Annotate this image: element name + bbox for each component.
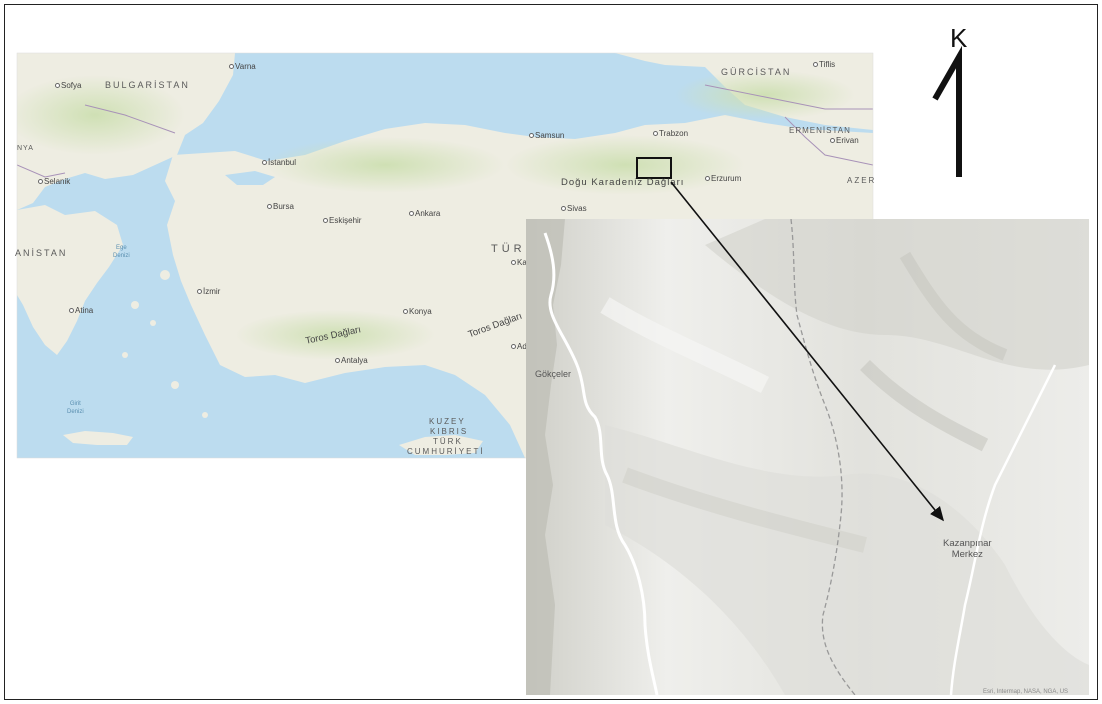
country-label: TÜRK [491, 243, 537, 255]
city-label: Ankara [409, 210, 440, 218]
country-label: ERMENİSTAN [789, 126, 851, 135]
map-figure-frame: Sofya BULGARİSTAN Varna GÜRCİSTAN Tiflis… [4, 4, 1098, 700]
boundary-line [790, 219, 856, 695]
country-label: CUMHURİYETİ [407, 447, 485, 456]
city-label: Varna [229, 63, 256, 71]
city-label: Kays [511, 259, 535, 267]
city-label: İstanbul [262, 159, 296, 167]
city-label: Selanik [38, 178, 70, 186]
greece-land [17, 205, 123, 355]
city-label: İzmir [197, 288, 220, 296]
road-line [949, 364, 1057, 695]
country-label: AZER [847, 176, 877, 185]
city-label: Erivan [830, 137, 859, 145]
road-line [543, 232, 659, 695]
city-label: Tiflis [813, 61, 835, 69]
city-label: Atina [69, 307, 93, 315]
crete-land [63, 431, 133, 445]
city-label: Antalya [335, 357, 368, 365]
country-label: ANİSTAN [15, 248, 68, 258]
study-area-marker [636, 157, 672, 179]
mountain-label: Doğu Karadeniz Dağları [561, 177, 685, 188]
city-label: Samsun [529, 132, 564, 140]
attribution-text: Esri, Intermap, NASA, NGA, US [983, 689, 1069, 695]
country-borders [17, 84, 873, 178]
north-arrow-label: K [950, 23, 968, 53]
country-label: GÜRCİSTAN [721, 67, 792, 77]
north-arrow-icon [932, 45, 962, 177]
marmara-sea [225, 171, 275, 185]
city-label: Sivas [561, 205, 587, 213]
callout-arrow [670, 45, 962, 522]
cyprus-land [399, 435, 483, 455]
city-label: Erzurum [705, 175, 741, 183]
city-label: Trabzon [653, 130, 688, 138]
country-label: NYA [17, 145, 34, 152]
country-label: KUZEY [429, 417, 466, 426]
city-label: Sofya [55, 82, 81, 90]
country-label: TÜRK [433, 437, 463, 446]
country-label: BULGARİSTAN [105, 80, 190, 90]
city-label: Konya [403, 308, 432, 316]
city-label: Ada [511, 343, 531, 351]
place-label: Gökçeler [535, 369, 572, 379]
city-label: Eskişehir [323, 217, 361, 225]
city-label: Bursa [267, 203, 294, 211]
detail-map [526, 219, 1089, 695]
country-label: KIBRIS [430, 427, 469, 436]
